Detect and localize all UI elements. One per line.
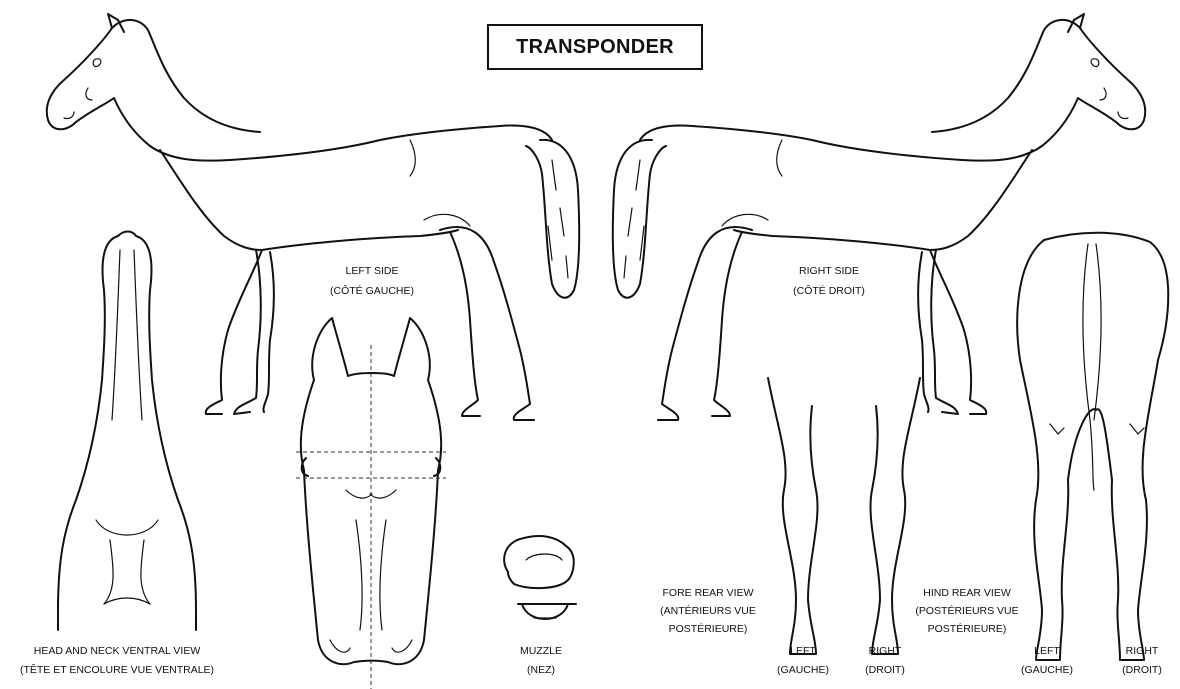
label-left-side: LEFT SIDE (CÔTÉ GAUCHE) (330, 265, 414, 297)
svg-text:(CÔTÉ GAUCHE): (CÔTÉ GAUCHE) (330, 284, 414, 297)
svg-text:POSTÉRIEURE): POSTÉRIEURE) (669, 622, 748, 635)
svg-text:RIGHT SIDE: RIGHT SIDE (799, 265, 859, 277)
hind-rear-view (1017, 233, 1168, 660)
svg-text:(DROIT): (DROIT) (1122, 664, 1162, 676)
svg-text:MUZZLE: MUZZLE (520, 645, 562, 657)
label-right-side: RIGHT SIDE (CÔTÉ DROIT) (793, 265, 865, 297)
svg-text:(POSTÉRIEURS VUE: (POSTÉRIEURS VUE (915, 604, 1018, 617)
svg-text:HEAD AND NECK VENTRAL VIEW: HEAD AND NECK VENTRAL VIEW (34, 645, 201, 657)
label-hind-rear-view: HIND REAR VIEW (POSTÉRIEURS VUE POSTÉRIE… (915, 587, 1018, 635)
fore-rear-view-legs (768, 378, 920, 654)
label-fore-rear-view: FORE REAR VIEW (ANTÉRIEURS VUE POSTÉRIEU… (660, 587, 756, 635)
svg-text:LEFT SIDE: LEFT SIDE (346, 265, 399, 277)
svg-text:LEFT: LEFT (790, 645, 816, 657)
svg-text:(GAUCHE): (GAUCHE) (777, 664, 829, 676)
svg-text:(CÔTÉ DROIT): (CÔTÉ DROIT) (793, 284, 865, 297)
head-front-view (296, 318, 446, 689)
label-fore-left: LEFT (GAUCHE) (777, 645, 829, 676)
svg-text:FORE REAR VIEW: FORE REAR VIEW (662, 587, 753, 599)
svg-text:RIGHT: RIGHT (1126, 645, 1159, 657)
muzzle-view (504, 536, 576, 619)
title-box: TRANSPONDER (487, 24, 703, 70)
page-title: TRANSPONDER (516, 36, 674, 59)
label-head-neck-ventral: HEAD AND NECK VENTRAL VIEW (TÊTE ET ENCO… (20, 645, 214, 676)
svg-text:RIGHT: RIGHT (869, 645, 902, 657)
svg-text:(ANTÉRIEURS VUE: (ANTÉRIEURS VUE (660, 604, 756, 617)
svg-text:(DROIT): (DROIT) (865, 664, 905, 676)
svg-text:POSTÉRIEURE): POSTÉRIEURE) (928, 622, 1007, 635)
head-neck-ventral-view (58, 232, 196, 631)
svg-text:(TÊTE ET ENCOLURE VUE VENTRALE: (TÊTE ET ENCOLURE VUE VENTRALE) (20, 663, 214, 676)
label-fore-right: RIGHT (DROIT) (865, 645, 905, 676)
svg-text:LEFT: LEFT (1034, 645, 1060, 657)
svg-text:(NEZ): (NEZ) (527, 664, 555, 676)
label-muzzle: MUZZLE (NEZ) (520, 645, 562, 676)
horse-right-side-outline (613, 14, 1145, 420)
svg-text:(GAUCHE): (GAUCHE) (1021, 664, 1073, 676)
svg-text:HIND REAR VIEW: HIND REAR VIEW (923, 587, 1011, 599)
